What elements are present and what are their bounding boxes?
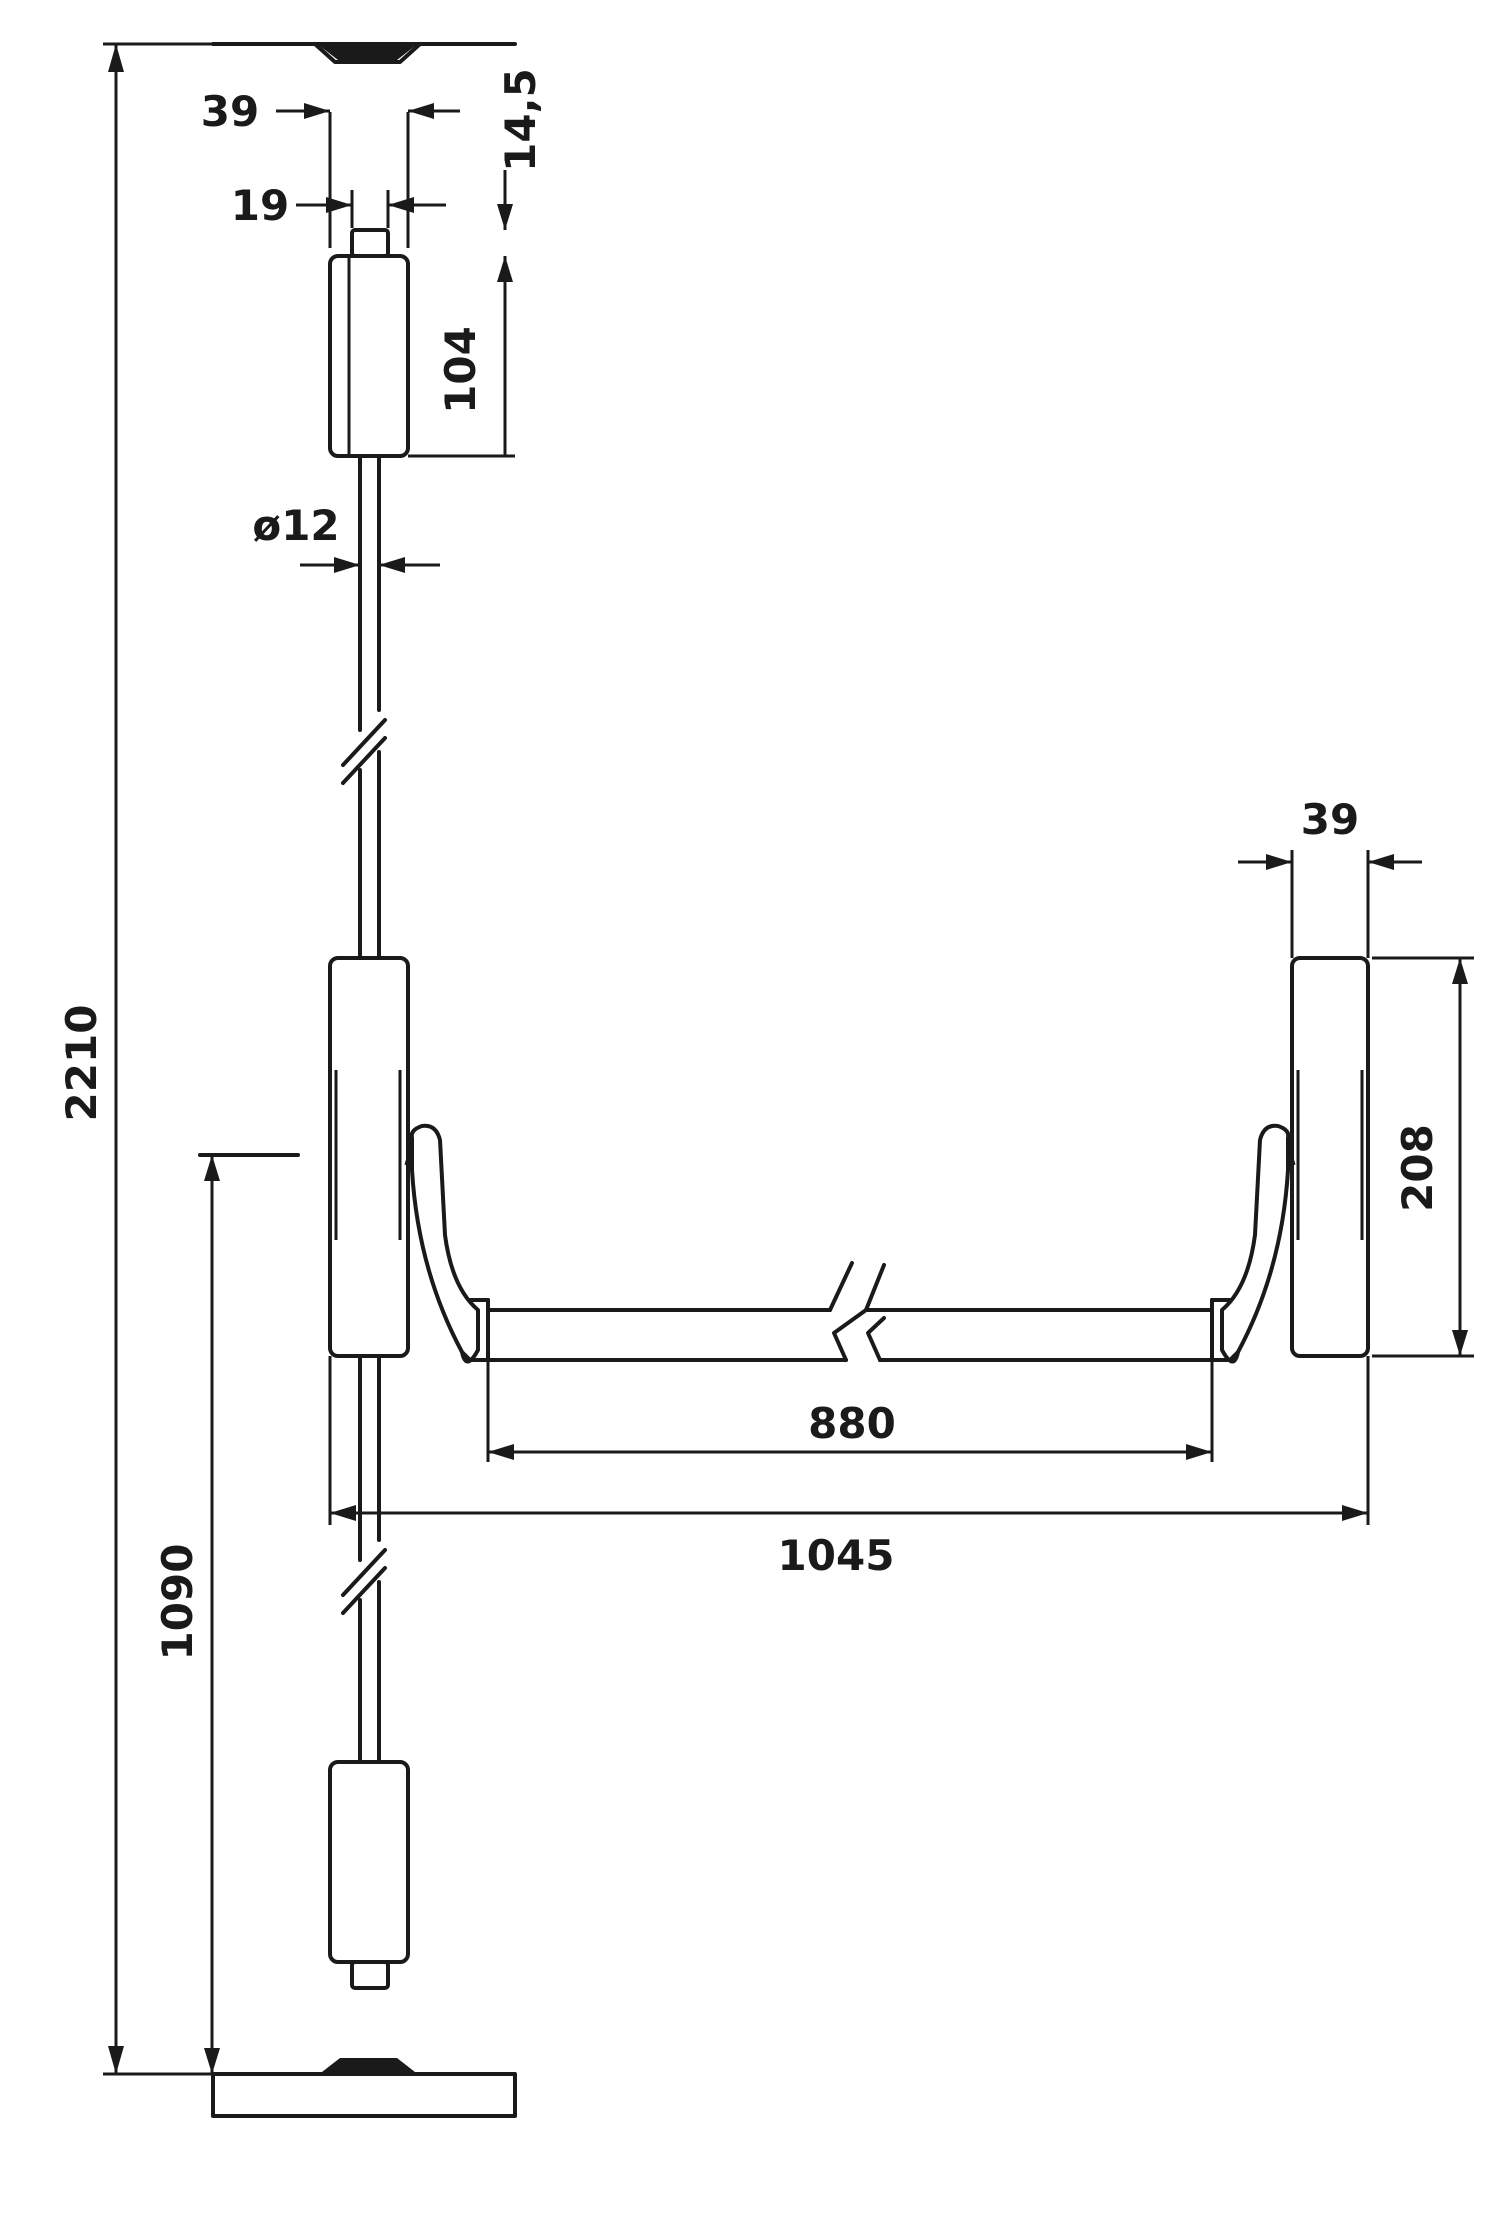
bottom-bolt-assembly [328, 1760, 410, 1990]
dim-handle-height-label: 1090 [153, 1544, 202, 1661]
top-bolt-assembly [328, 228, 410, 458]
left-bar-arm [404, 1123, 490, 1364]
dim-overall-width: 1045 [328, 1356, 1370, 1580]
push-bar [468, 1261, 1232, 1362]
dim-top-width: 39 [201, 87, 460, 248]
dim-top-offset: 14,5 [496, 68, 545, 230]
dim-end-case-height-label: 208 [1393, 1124, 1442, 1212]
left-mechanism-case [328, 956, 410, 1358]
dim-end-case-width: 39 [1238, 795, 1422, 958]
dim-end-case-width-label: 39 [1301, 795, 1359, 844]
upper-rod [341, 454, 387, 960]
dim-top-width-label: 39 [201, 87, 259, 136]
dim-overall-width-label: 1045 [778, 1531, 895, 1580]
dim-top-offset-label: 14,5 [496, 68, 545, 172]
dim-bolt-width-label: 19 [231, 181, 289, 230]
bottom-floor-plate [211, 2058, 517, 2118]
right-end-case [1290, 956, 1370, 1358]
dim-rod-diameter-label: ø12 [252, 501, 339, 550]
dim-handle-height: 1090 [153, 1153, 300, 2074]
dim-bar-length: 880 [486, 1362, 1214, 1462]
dim-rod-diameter: ø12 [252, 501, 440, 573]
dim-bolt-width: 19 [231, 181, 446, 230]
dim-top-case-height: 104 [408, 256, 515, 458]
top-strike-plate [211, 42, 517, 64]
dim-end-case-height: 208 [1372, 956, 1474, 1358]
dim-overall-height: 2210 [57, 42, 213, 2076]
right-bar-arm [1210, 1123, 1296, 1364]
dim-overall-height-label: 2210 [57, 1005, 106, 1122]
dim-top-case-height-label: 104 [436, 326, 485, 414]
dim-bar-length-label: 880 [808, 1399, 896, 1448]
lower-rod [341, 1354, 387, 1764]
